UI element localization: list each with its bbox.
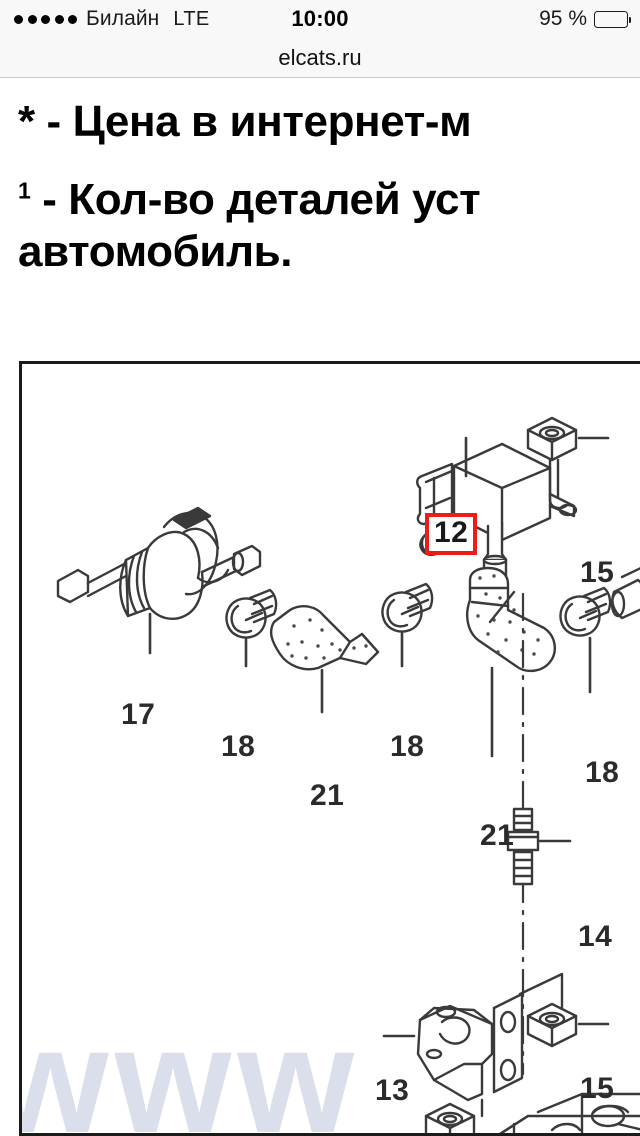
- part-14-nut-b: [424, 1102, 476, 1133]
- part-18-clamp-a: [225, 588, 278, 668]
- part-18-clamp-b: [381, 582, 434, 668]
- part-17-check-valve: [56, 506, 262, 655]
- part-label-12[interactable]: 12: [425, 513, 478, 555]
- part-label-18-middle[interactable]: 18: [390, 730, 425, 763]
- status-bar-left: Билайн LTE: [14, 0, 209, 38]
- note-quantity-text-cont: автомобиль.: [18, 226, 293, 276]
- partial-assembly-bottom-right: [499, 1092, 640, 1133]
- status-bar: Билайн LTE 10:00 95 %: [0, 0, 640, 38]
- parts-diagram[interactable]: www: [19, 361, 640, 1136]
- legend-notes: * - Цена в интернет-м 1 - Кол-во деталей…: [18, 96, 640, 278]
- part-label-15-lower[interactable]: 15: [580, 1072, 615, 1105]
- part-15-nut-a: [526, 416, 610, 462]
- note-superscript: 1: [18, 177, 31, 204]
- battery-icon: [594, 10, 631, 28]
- page-content: * - Цена в интернет-м 1 - Кол-во деталей…: [0, 78, 640, 1136]
- note-quantity-line: 1 - Кол-во деталей уст: [18, 174, 640, 226]
- note-quantity-text: - Кол-во деталей уст: [30, 174, 481, 224]
- part-18-clamp-c: [559, 586, 612, 694]
- status-bar-right: 95 %: [539, 0, 631, 38]
- part-label-18-left[interactable]: 18: [221, 730, 256, 763]
- url-label[interactable]: elcats.ru: [278, 44, 362, 70]
- signal-strength-icon: [14, 14, 77, 24]
- part-15-nut-b: [526, 1002, 610, 1048]
- part-13-bracket: [382, 972, 564, 1118]
- note-price-line: * - Цена в интернет-м: [18, 96, 640, 148]
- network-type-label: LTE: [173, 7, 210, 30]
- part-21-hose-b: [466, 566, 556, 758]
- part-14-bolt-a: [506, 807, 572, 886]
- part-21-hose-a: [269, 604, 380, 714]
- part-label-18-right[interactable]: 18: [585, 756, 620, 789]
- part-label-21-left[interactable]: 21: [310, 779, 345, 812]
- diagram-drawing: [56, 416, 640, 1133]
- part-label-21-right[interactable]: 21: [480, 819, 515, 852]
- carrier-label: Билайн: [86, 7, 160, 30]
- site-watermark: www: [19, 996, 361, 1136]
- part-label-15-upper[interactable]: 15: [580, 556, 615, 589]
- note-price-text: * - Цена в интернет-м: [18, 97, 472, 146]
- part-label-17[interactable]: 17: [121, 698, 156, 731]
- battery-percent-label: 95 %: [539, 7, 587, 30]
- partial-part-right-edge: [610, 567, 640, 620]
- note-quantity-line-cont: автомобиль.: [18, 226, 640, 278]
- part-label-13[interactable]: 13: [375, 1074, 410, 1107]
- part-label-14-upper[interactable]: 14: [578, 920, 613, 953]
- stud-vertical-upper: [548, 458, 568, 510]
- clock-label: 10:00: [291, 6, 349, 31]
- browser-chrome: Билайн LTE 10:00 95 % elcats.ru: [0, 0, 640, 78]
